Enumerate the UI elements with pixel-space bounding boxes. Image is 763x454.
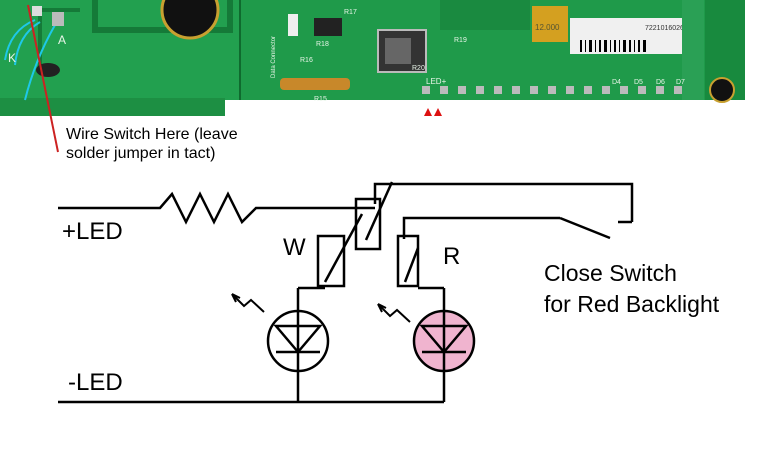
resistor-wire: [58, 191, 375, 225]
barcode: [580, 40, 646, 52]
switch-label-line-2: for Red Backlight: [544, 291, 720, 317]
red-marker: [434, 108, 442, 116]
pcb-label-r17: R17: [344, 9, 357, 16]
switch-lever: [559, 216, 611, 240]
pcb-label-r18: R18: [316, 41, 329, 48]
crystal: [532, 6, 568, 42]
capacitor: [280, 78, 350, 90]
pcb-right-strip: [682, 0, 704, 100]
w-led-light-arrows: [231, 293, 265, 313]
pcb-trace: [92, 0, 233, 33]
switch-label-line-1: Close Switch: [544, 260, 677, 286]
solder-pad: [32, 6, 42, 16]
annotation-line-1: Wire Switch Here (leave: [66, 126, 238, 143]
cyan-wire: [24, 24, 56, 101]
pcb-label-r20: R20: [412, 65, 425, 72]
pcb-mounting-hole: [160, 0, 220, 40]
relay-w-box: [316, 234, 346, 288]
pcb-label-r15: R15: [314, 96, 327, 103]
r-led-light-arrows: [377, 303, 411, 323]
cyan-wire: [14, 21, 41, 66]
red-led: [412, 309, 476, 373]
smd-component: [288, 14, 298, 36]
pcb-label-d7: D7: [676, 79, 685, 86]
pcb-label-d4: D4: [612, 79, 621, 86]
relay-r-box: [396, 234, 420, 288]
red-marker: [424, 108, 432, 116]
pcb-label-led-plus: LED+: [426, 77, 447, 86]
pcb-label-k: K: [8, 51, 16, 65]
switch-wire: [402, 216, 560, 239]
serial-label: 7221016026: [645, 25, 684, 32]
regulator-tab: [385, 38, 411, 64]
relay-contact-line: [403, 247, 420, 283]
pcb-label-r19: R19: [454, 37, 467, 44]
minus-led-label: -LED: [68, 369, 123, 396]
relay-top-box: [354, 197, 382, 251]
r-label: R: [443, 243, 461, 270]
header-pins: [422, 86, 682, 94]
pcb-mounting-hole: [709, 77, 735, 103]
pcb-label-data-connector: Data Connector: [271, 36, 277, 78]
pcb-bottom-edge: [0, 98, 225, 116]
pcb-label-d6: D6: [656, 79, 665, 86]
solder-pad: [52, 12, 64, 26]
plus-led-label: +LED: [62, 218, 123, 245]
ic-chip: [314, 18, 342, 36]
switch-rail-top: [373, 182, 634, 222]
pcb-photo: K A 12.000 7221016026 R18 R19 R16 R17 R1…: [0, 0, 745, 116]
relay-contact-line: [364, 181, 394, 241]
pcb-label-r16: R16: [300, 57, 313, 64]
pcb-label-d5: D5: [634, 79, 643, 86]
pcb-label-a: A: [58, 33, 66, 47]
annotation-pointer-line: [27, 4, 59, 153]
w-label: W: [283, 234, 306, 261]
pcb-component-area: [440, 0, 530, 30]
crystal-label: 12.000: [535, 23, 560, 32]
white-led: [266, 309, 330, 373]
annotation-line-2: solder jumper in tact): [66, 145, 216, 162]
